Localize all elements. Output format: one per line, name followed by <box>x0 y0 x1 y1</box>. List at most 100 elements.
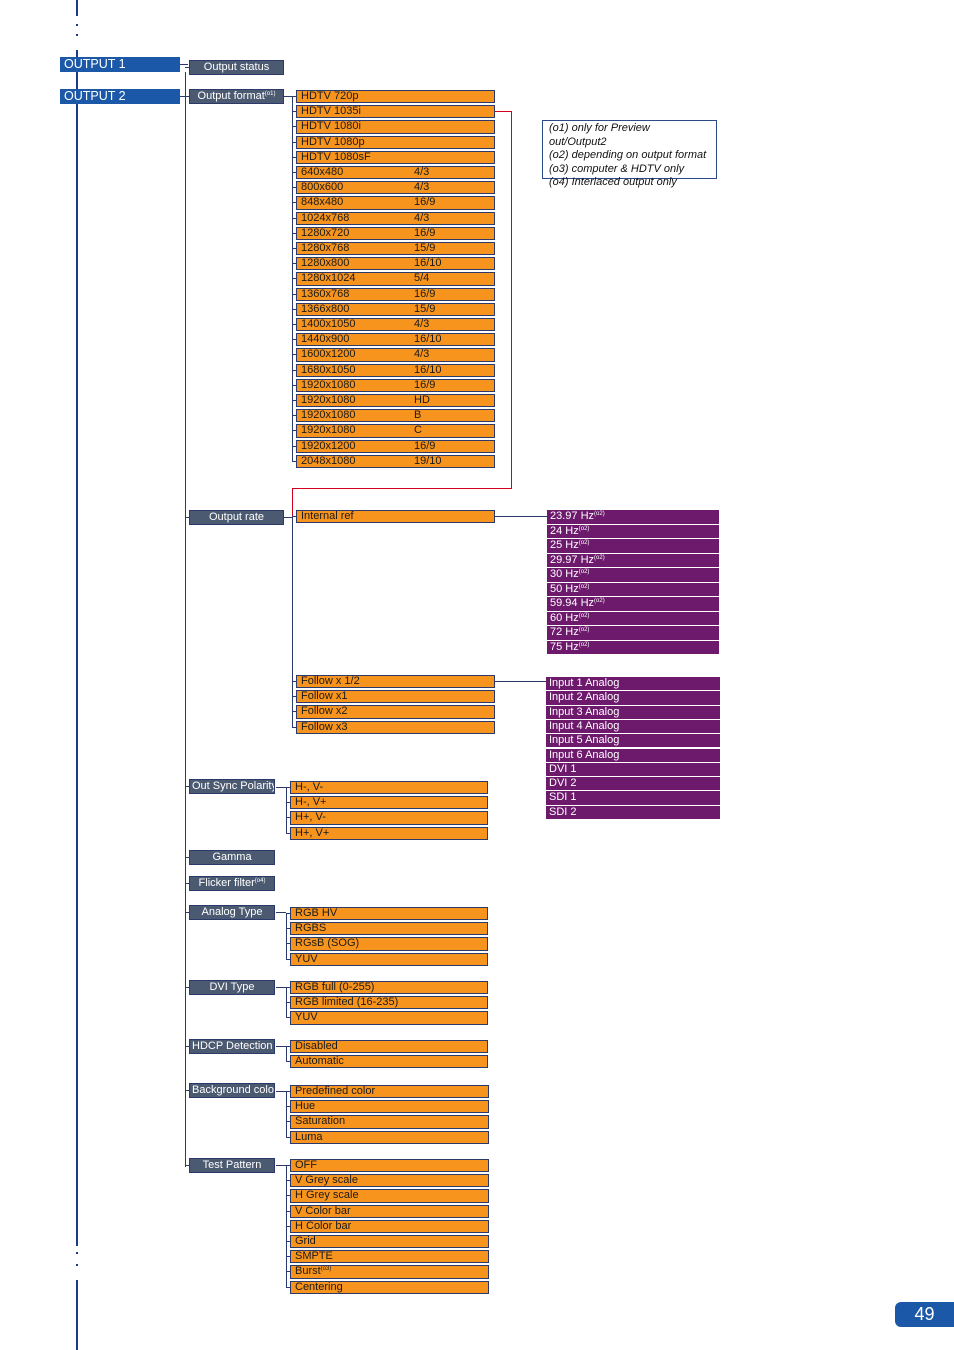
sync-polarity-item: H-, V+ <box>290 796 488 810</box>
connector-line <box>286 913 287 960</box>
category-background-color: Background color <box>189 1083 275 1098</box>
option-label: RGsB (SOG) <box>295 937 360 950</box>
category-label: Analog Type <box>201 906 263 918</box>
margin-break-bottom <box>74 1246 80 1280</box>
option-label: YUV <box>295 952 318 965</box>
option-label: RGB limited (16-235) <box>295 996 399 1009</box>
aspect-ratio: 19/10 <box>414 454 442 467</box>
rate-label: 72 Hz <box>550 626 579 638</box>
connector-line <box>292 126 296 128</box>
option-label: 1920x1080 <box>301 378 356 391</box>
connector-line <box>286 1165 287 1288</box>
connector-line <box>292 217 296 219</box>
connector-line <box>292 517 293 682</box>
connector-line <box>276 1046 286 1047</box>
connector-line <box>286 1180 290 1182</box>
connector-line <box>286 1002 290 1004</box>
connector-line <box>286 1286 290 1288</box>
option-label: RGB HV <box>295 907 338 919</box>
connector-line <box>286 943 290 945</box>
option-label: SMPTE <box>295 1250 333 1263</box>
footnote-ref: (o2) <box>578 612 590 619</box>
margin-dot <box>76 34 78 36</box>
connector-line <box>292 696 296 698</box>
input-source-item: Input 3 Analog <box>546 705 720 719</box>
aspect-ratio: 16/9 <box>414 439 436 452</box>
aspect-ratio: B <box>414 409 422 422</box>
option-label: Follow x 1/2 <box>301 675 360 687</box>
category-test-pattern: Test Pattern <box>189 1158 275 1173</box>
connector-line <box>185 1090 189 1091</box>
connector-line <box>286 787 287 834</box>
connector-line <box>292 248 296 249</box>
test-pattern-item: V Color bar <box>290 1204 489 1218</box>
connector-line <box>286 1017 290 1019</box>
connector-line <box>292 96 296 97</box>
hdcp-item: Automatic <box>290 1055 488 1069</box>
connector-line <box>292 430 296 432</box>
option-label: 1400x1050 <box>301 318 356 330</box>
category-label: Output rate <box>208 511 265 523</box>
follow-item: Follow x3 <box>296 720 495 734</box>
option-label: 1360x768 <box>301 287 350 300</box>
option-label: Saturation <box>295 1115 346 1128</box>
aspect-ratio: 16/9 <box>414 287 436 300</box>
connector-line <box>292 369 296 371</box>
background-item: Saturation <box>290 1115 489 1129</box>
format-item: HDTV 720p <box>296 90 495 104</box>
connector-line <box>292 172 296 173</box>
option-label: H Grey scale <box>295 1189 359 1202</box>
rate-item: 23.97 Hz(o2) <box>547 510 719 524</box>
output-2-header: OUTPUT 2 <box>60 89 180 104</box>
category-label: Out Sync Polarity <box>192 780 275 792</box>
connector-line <box>286 802 290 804</box>
option-label: 1920x1080 <box>301 424 356 437</box>
connector-line <box>286 1271 290 1273</box>
option-label: HDTV 720p <box>301 90 359 102</box>
connector-line <box>286 1121 290 1123</box>
footnote: (o4) Interlaced output only <box>549 176 677 188</box>
option-label: 1280x800 <box>301 257 350 270</box>
aspect-ratio: HD <box>414 394 430 406</box>
aspect-ratio: 4/3 <box>414 166 430 178</box>
rate-item: 59.94 Hz(o2) <box>547 597 719 611</box>
input-source-item: SDI 1 <box>546 791 720 805</box>
connector-line <box>286 1256 290 1258</box>
option-label: Centering <box>295 1280 343 1293</box>
footnote-ref: (o1) <box>264 91 276 97</box>
option-label: Predefined color <box>295 1085 376 1097</box>
connector-line <box>292 263 296 265</box>
test-pattern-item: OFF <box>290 1159 489 1173</box>
dvi-type-item: RGB full (0-255) <box>290 981 488 995</box>
option-label: Grid <box>295 1235 316 1247</box>
footnote-ref: (o2) <box>578 540 590 546</box>
test-pattern-item: Grid <box>290 1235 489 1249</box>
option-label: 1280x768 <box>301 242 350 254</box>
rate-label: 29.97 Hz <box>550 553 595 566</box>
footnote: (o2) depending on output format <box>549 149 707 161</box>
option-label: 1024x768 <box>301 211 350 224</box>
aspect-ratio: 16/9 <box>414 378 436 391</box>
connector-line <box>286 1225 290 1227</box>
category-label: Output status <box>203 61 270 73</box>
follow-item: Follow x2 <box>296 705 495 719</box>
connector-line <box>185 786 189 787</box>
connector-line <box>286 1046 290 1047</box>
option-label: Luma <box>295 1130 323 1143</box>
option-label: 640x480 <box>301 166 344 178</box>
option-label: HDTV 1080i <box>301 120 361 133</box>
margin-line <box>76 0 78 1350</box>
option-label: OFF <box>295 1159 317 1171</box>
connector-line <box>292 293 296 295</box>
connector-line <box>286 1106 290 1108</box>
dvi-type-item: RGB limited (16-235) <box>290 996 488 1010</box>
category-output-status: Output status <box>189 60 284 75</box>
connector-line <box>286 913 290 914</box>
option-label: 2048x1080 <box>301 454 356 467</box>
connector-line <box>283 517 292 518</box>
connector-line <box>286 1046 287 1063</box>
